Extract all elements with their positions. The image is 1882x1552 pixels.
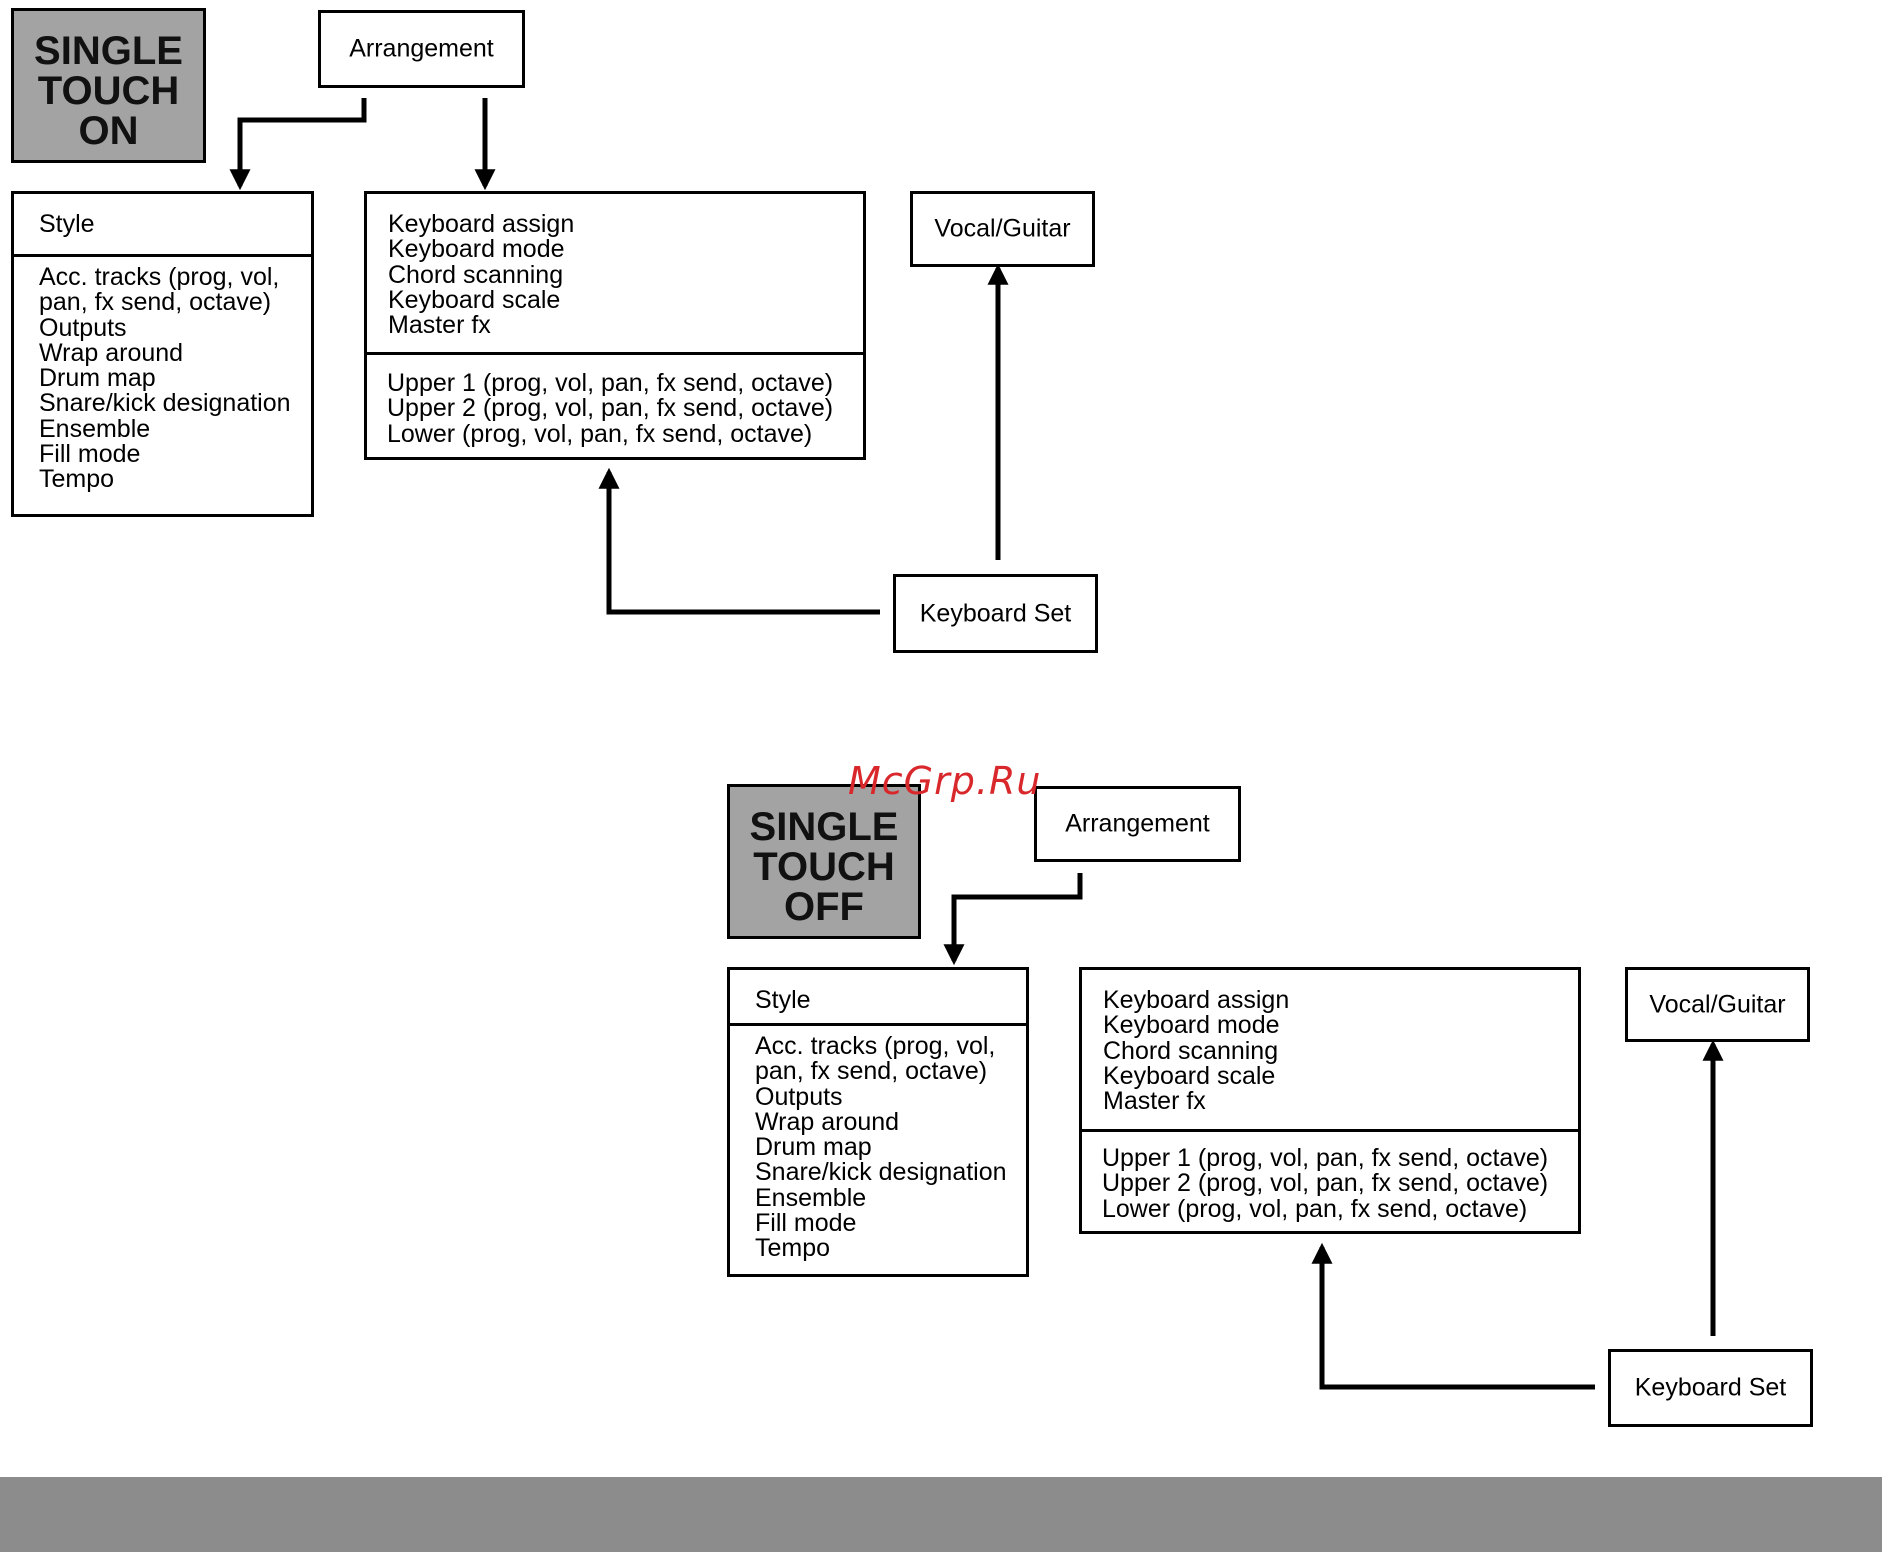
- list-item: Upper 2 (prog, vol, pan, fx send, octave…: [387, 394, 834, 423]
- keyboard-parameters-box: Keyboard assign Keyboard mode Chord scan…: [364, 191, 866, 460]
- vocal-guitar-label: Vocal/Guitar: [1649, 990, 1786, 1018]
- list-item: Ensemble: [755, 1183, 867, 1212]
- list-item: Fill mode: [39, 440, 141, 469]
- style-parameter-list: Acc. tracks (prog, vol, pan, fx send, oc…: [39, 263, 291, 494]
- arrow-keyboard-set-to-keyboard-params-2: [1311, 1242, 1595, 1390]
- keyboard-parameters-box-2: Keyboard assign Keyboard mode Chord scan…: [1079, 967, 1581, 1234]
- style-parameter-list: Acc. tracks (prog, vol, pan, fx send, oc…: [755, 1032, 1007, 1263]
- single-touch-on-badge: SINGLE TOUCH ON: [11, 8, 206, 163]
- keyboard-parameters-divider: [1082, 1129, 1578, 1132]
- mode-label-line-2: TOUCH: [37, 69, 180, 113]
- list-item: Keyboard scale: [388, 285, 561, 314]
- keyboard-tracks-list: Upper 1 (prog, vol, pan, fx send, octave…: [387, 369, 834, 448]
- arrangement-label: Arrangement: [1065, 809, 1210, 838]
- keyboard-set-label: Keyboard Set: [1634, 1373, 1787, 1402]
- list-item: Upper 2 (prog, vol, pan, fx send, octave…: [1102, 1169, 1549, 1198]
- arrangement-label: Arrangement: [349, 34, 494, 63]
- list-item: Acc. tracks (prog, vol,: [755, 1032, 996, 1060]
- list-item: Master fx: [1103, 1087, 1206, 1116]
- list-item: Drum map: [39, 364, 156, 393]
- vocal-guitar-box-2: Vocal/Guitar: [1625, 967, 1810, 1042]
- mode-label-line-1: SINGLE: [34, 29, 183, 73]
- list-item: Tempo: [755, 1234, 831, 1263]
- list-item: Master fx: [388, 311, 491, 340]
- arrow-arrangement-to-style: [229, 98, 367, 191]
- list-item: Outputs: [755, 1082, 843, 1111]
- list-item: Chord scanning: [1103, 1036, 1279, 1065]
- list-item: Snare/kick designation: [39, 389, 291, 418]
- keyboard-set-box-2: Keyboard Set: [1608, 1349, 1813, 1427]
- list-item: Lower (prog, vol, pan, fx send, octave): [387, 419, 813, 448]
- keyboard-set-box: Keyboard Set: [893, 574, 1098, 653]
- keyboard-settings-list: Keyboard assign Keyboard mode Chord scan…: [388, 210, 575, 340]
- list-item: Chord scanning: [388, 260, 564, 289]
- arrow-keyboard-set-to-keyboard-params: [598, 467, 880, 615]
- list-item: Keyboard assign: [1103, 986, 1290, 1014]
- list-item: Tempo: [39, 465, 115, 494]
- list-item: Outputs: [39, 313, 127, 342]
- list-item: Keyboard mode: [1103, 1011, 1280, 1040]
- list-item: Lower (prog, vol, pan, fx send, octave): [1102, 1194, 1528, 1223]
- keyboard-tracks-list: Upper 1 (prog, vol, pan, fx send, octave…: [1102, 1144, 1549, 1223]
- keyboard-parameters-divider: [367, 352, 863, 355]
- list-item: Wrap around: [755, 1107, 900, 1136]
- list-item: Snare/kick designation: [755, 1158, 1007, 1187]
- style-box: Style Acc. tracks (prog, vol, pan, fx se…: [11, 191, 314, 517]
- list-item: Fill mode: [755, 1209, 857, 1238]
- style-divider: [730, 1023, 1026, 1026]
- vocal-guitar-box: Vocal/Guitar: [910, 191, 1095, 267]
- list-item: Wrap around: [39, 338, 184, 367]
- mode-label-line-3: OFF: [784, 885, 864, 929]
- list-item: Ensemble: [39, 414, 151, 443]
- keyboard-settings-list: Keyboard assign Keyboard mode Chord scan…: [1103, 986, 1290, 1116]
- style-title: Style: [755, 986, 811, 1014]
- arrangement-box: Arrangement: [318, 10, 525, 88]
- list-item: Upper 1 (prog, vol, pan, fx send, octave…: [387, 369, 834, 397]
- list-item: Acc. tracks (prog, vol,: [39, 263, 280, 291]
- keyboard-set-label: Keyboard Set: [919, 599, 1072, 627]
- single-touch-off-badge: SINGLE TOUCH OFF: [727, 784, 921, 939]
- style-title: Style: [39, 210, 95, 238]
- list-item: Upper 1 (prog, vol, pan, fx send, octave…: [1102, 1144, 1549, 1172]
- mode-label-line-3: ON: [78, 109, 139, 153]
- footer-band: [0, 1477, 1882, 1552]
- list-item: Keyboard mode: [388, 235, 565, 264]
- arrangement-box-2: Arrangement: [1034, 786, 1241, 862]
- mode-label-line-2: TOUCH: [753, 845, 895, 889]
- arrow-arrangement-to-style-2: [943, 873, 1083, 966]
- style-box-2: Style Acc. tracks (prog, vol, pan, fx se…: [727, 967, 1029, 1277]
- mode-label-line-1: SINGLE: [749, 805, 899, 849]
- list-item: Drum map: [755, 1133, 872, 1162]
- vocal-guitar-label: Vocal/Guitar: [934, 214, 1071, 243]
- list-item: Keyboard scale: [1103, 1061, 1276, 1090]
- list-item: pan, fx send, octave): [39, 288, 272, 317]
- list-item: Keyboard assign: [388, 210, 575, 238]
- list-item: pan, fx send, octave): [755, 1057, 988, 1086]
- watermark-text: McGrp.Ru: [848, 759, 1042, 803]
- style-divider: [14, 254, 311, 257]
